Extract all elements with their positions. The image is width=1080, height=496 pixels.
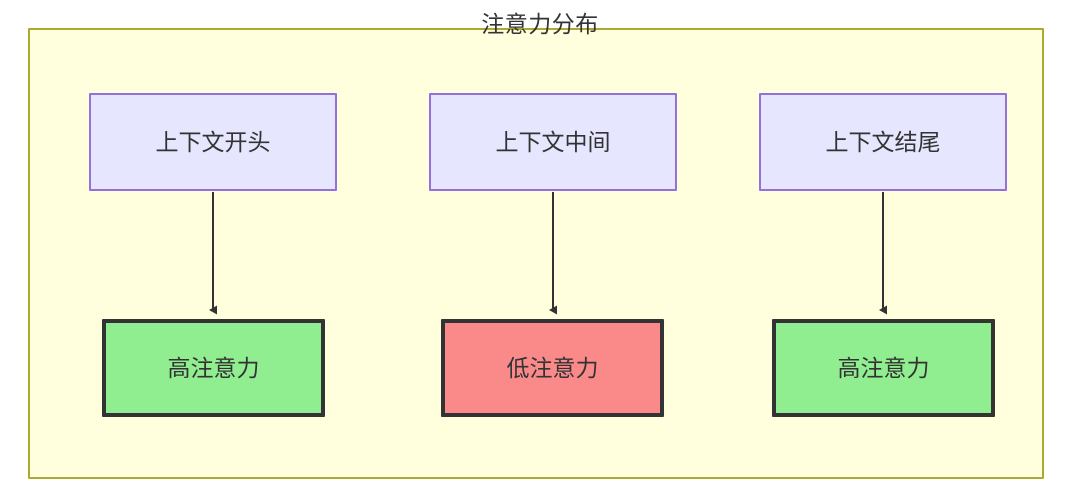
node-context-middle[interactable]: 上下文中间: [429, 93, 677, 191]
node-attention-end[interactable]: 高注意力: [772, 319, 995, 417]
node-attention-middle[interactable]: 低注意力: [441, 319, 664, 417]
node-context-end[interactable]: 上下文结尾: [759, 93, 1007, 191]
node-attention-start[interactable]: 高注意力: [102, 319, 325, 417]
node-context-start[interactable]: 上下文开头: [89, 93, 337, 191]
diagram-title: 注意力分布: [481, 11, 599, 37]
